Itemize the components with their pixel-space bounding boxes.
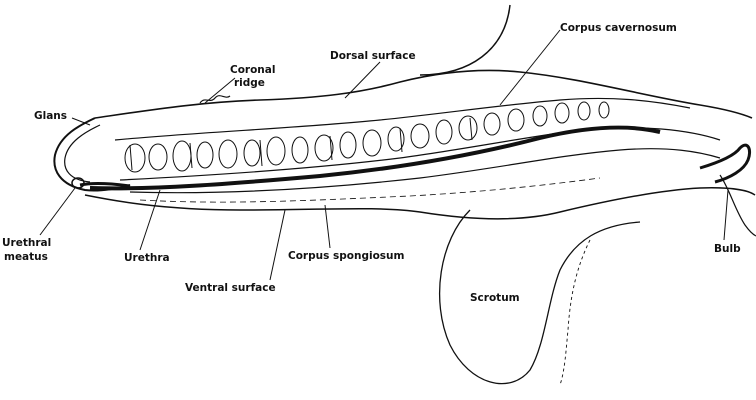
label-glans: Glans [34, 110, 67, 122]
bulb-curve [700, 145, 750, 182]
label-urethra: Urethra [124, 252, 170, 264]
cavernosum-lower-border [120, 128, 720, 180]
label-scrotum: Scrotum [470, 292, 520, 304]
urethra-tip [80, 183, 130, 186]
label-ventral-surface: Ventral surface [185, 282, 276, 294]
leader-corpus-spongiosum [325, 205, 330, 248]
leader-urethra [140, 190, 160, 250]
label-corpus-spongiosum: Corpus spongiosum [288, 250, 404, 262]
label-coronal-ridge-line2: ridge [234, 77, 265, 89]
leader-corpus-cavernosum [500, 30, 560, 105]
ventral-inner [140, 178, 600, 202]
abdominal-wall-line [420, 5, 510, 75]
label-bulb: Bulb [714, 243, 741, 255]
leader-dorsal-surface [345, 62, 380, 98]
label-dorsal-surface: Dorsal surface [330, 50, 416, 62]
leader-coronal-ridge [205, 78, 235, 103]
leader-bulb [724, 190, 728, 240]
label-coronal-ridge-line1: Coronal [230, 64, 275, 76]
label-urethral-meatus-line1: Urethral [2, 237, 51, 249]
leader-urethral-meatus [40, 188, 75, 235]
urethra-line [90, 128, 660, 189]
leader-lines [40, 30, 728, 280]
label-corpus-cavernosum: Corpus cavernosum [560, 22, 677, 34]
dorsal-outline [95, 70, 752, 118]
leader-ventral-surface [270, 210, 285, 280]
label-urethral-meatus-line2: meatus [4, 251, 48, 263]
